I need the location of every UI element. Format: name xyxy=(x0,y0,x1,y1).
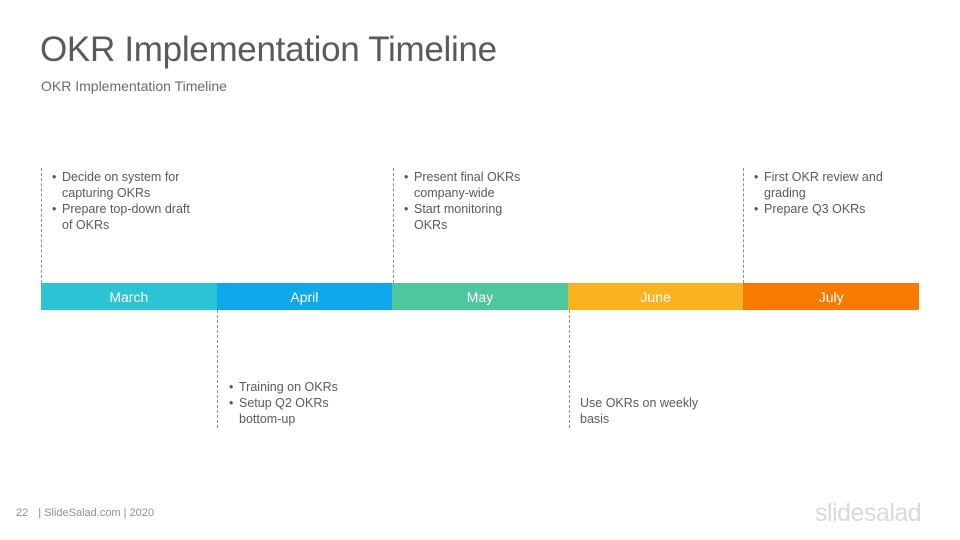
april-milestone: Training on OKRs Setup Q2 OKRs bottom-up xyxy=(229,379,369,427)
month-june: June xyxy=(567,283,744,310)
page-subtitle: OKR Implementation Timeline xyxy=(41,78,227,94)
month-may: May xyxy=(392,283,568,310)
april-connector xyxy=(217,310,218,428)
month-label: June xyxy=(640,288,671,305)
milestone-item: Prepare top-down draft of OKRs xyxy=(52,201,202,233)
milestone-item: Decide on system for capturing OKRs xyxy=(52,169,202,201)
milestone-item: Setup Q2 OKRs bottom-up xyxy=(229,395,369,427)
milestone-item: Start monitoring OKRs xyxy=(404,201,539,233)
timeline-bar: March April May June July xyxy=(41,283,919,310)
month-label: March xyxy=(109,288,149,305)
milestone-item: First OKR review and grading xyxy=(754,169,904,201)
page-title: OKR Implementation Timeline xyxy=(40,30,497,69)
month-july: July xyxy=(743,283,919,310)
month-label: July xyxy=(818,288,844,305)
march-connector xyxy=(41,168,42,283)
footer: 22 | SlideSalad.com | 2020 xyxy=(16,507,154,519)
milestone-item: Prepare Q3 OKRs xyxy=(754,201,904,217)
may-connector xyxy=(393,168,394,283)
milestone-item: Use OKRs on weekly basis xyxy=(580,396,699,426)
footer-text: | SlideSalad.com | 2020 xyxy=(38,507,155,519)
month-march: March xyxy=(41,283,217,310)
july-connector xyxy=(743,168,744,283)
month-label: April xyxy=(290,288,319,305)
month-label: May xyxy=(466,288,494,305)
milestone-item: Training on OKRs xyxy=(229,379,369,395)
may-milestone: Present final OKRs company-wide Start mo… xyxy=(404,169,539,233)
month-april: April xyxy=(216,283,393,310)
june-milestone: Use OKRs on weekly basis xyxy=(580,395,720,427)
milestone-item: Present final OKRs company-wide xyxy=(404,169,539,201)
page-number: 22 xyxy=(16,507,29,519)
slidesalad-logo: slidesalad xyxy=(815,499,922,527)
june-connector xyxy=(569,310,570,428)
march-milestone: Decide on system for capturing OKRs Prep… xyxy=(52,169,202,233)
july-milestone: First OKR review and grading Prepare Q3 … xyxy=(754,169,904,217)
